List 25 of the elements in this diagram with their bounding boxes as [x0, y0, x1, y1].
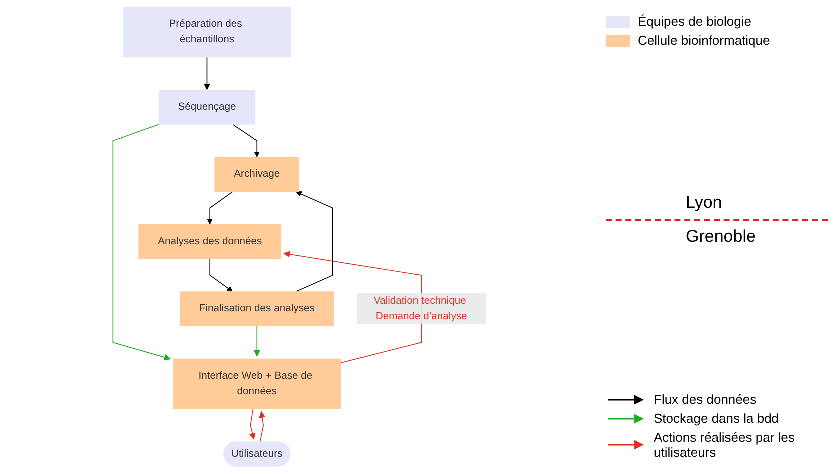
arrow [254, 326, 261, 357]
arrow [296, 192, 334, 292]
site-label: Lyon [686, 193, 724, 213]
node-box: Analyses des données [138, 224, 282, 260]
legend-text: Équipes de biologie [638, 14, 752, 29]
legend-text: Cellule bioinformatique [638, 33, 770, 48]
legend-text: Actions réalisées par les utilisateurs [654, 430, 796, 460]
node-box: Séquençage [159, 90, 256, 125]
site-label: Grenoble [686, 227, 757, 247]
arrow [233, 124, 260, 158]
node-box: Préparation des échantillons [124, 7, 292, 58]
arrow [204, 57, 210, 90]
arrow [113, 124, 172, 361]
legend-text: Flux des données [654, 392, 757, 407]
legend-text: Stockage dans la bdd [654, 411, 780, 426]
arrow [208, 192, 234, 225]
node-box: Archivage [215, 157, 300, 192]
arrow [210, 258, 234, 292]
arrow [259, 411, 266, 442]
node-box: Interface Web + Base de données [173, 358, 342, 410]
node-box: Utilisateurs [224, 442, 291, 467]
edge-label: Validation technique Demande d’analyse [374, 296, 468, 322]
node-box: Finalisation des analyses [180, 292, 335, 327]
arrow [250, 408, 256, 440]
arrow [284, 251, 422, 364]
